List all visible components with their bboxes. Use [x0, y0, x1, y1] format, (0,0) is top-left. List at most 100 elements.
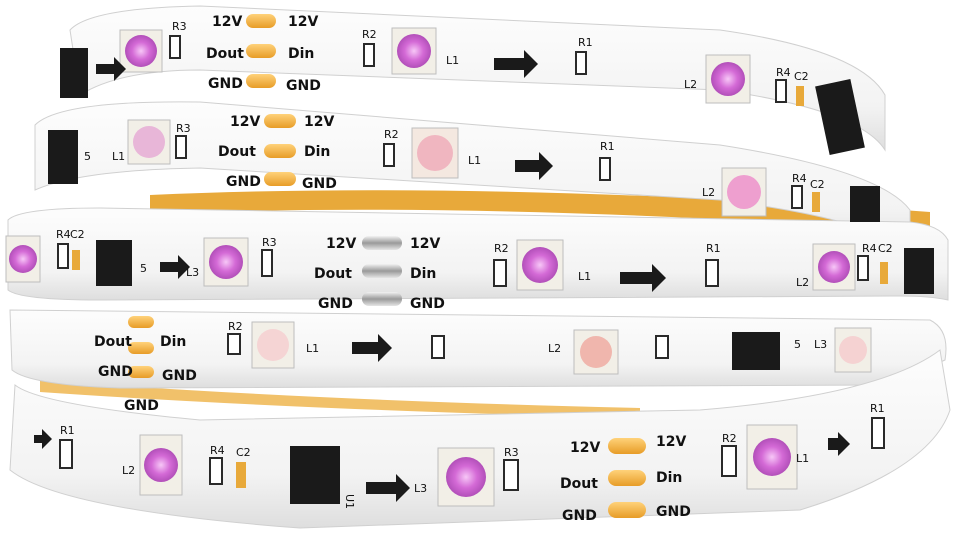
ic-chip [732, 332, 780, 370]
label-l2: L2 [684, 78, 697, 91]
label-r3: R3 [172, 20, 187, 33]
pad-label-12v: 12V [230, 114, 260, 130]
pad [362, 292, 402, 306]
label-l1: L1 [796, 452, 809, 465]
label-r2: R2 [722, 432, 737, 445]
ic-chip [96, 240, 132, 286]
resistor [655, 335, 669, 359]
label-l2: L2 [122, 464, 135, 477]
label-l3: L3 [814, 338, 827, 351]
pad-labels: 12V 12V Dout Din GND GND 12V 12V Dout Di… [94, 14, 691, 524]
passives [57, 35, 885, 491]
led [203, 237, 249, 287]
resistor [175, 135, 187, 159]
pad-label-gnd: GND [226, 174, 261, 190]
led [834, 327, 872, 373]
led [721, 167, 767, 217]
led [5, 235, 41, 283]
resistor [503, 459, 519, 491]
pad [264, 144, 296, 158]
label-u1: U1 [343, 494, 356, 509]
resistor [575, 51, 587, 75]
arrow-icon [96, 57, 126, 81]
capacitor [236, 462, 246, 488]
resistor [261, 249, 273, 277]
pad-label-din: Din [410, 266, 436, 282]
capacitor [72, 250, 80, 270]
resistor [857, 255, 869, 281]
label-r4: R4 [862, 242, 877, 255]
pad-label-gnd: GND [162, 368, 197, 384]
resistor [493, 259, 507, 287]
pad-label-gnd: GND [208, 76, 243, 92]
label-r2: R2 [384, 128, 399, 141]
arrow-icon [160, 255, 190, 279]
led [411, 127, 459, 179]
resistor [383, 143, 395, 167]
label-r3: R3 [262, 236, 277, 249]
label-l3: L3 [414, 482, 427, 495]
label-r1: R1 [600, 140, 615, 153]
ic-chip [904, 248, 934, 294]
label-five: 5 [140, 262, 147, 275]
label-l2: L2 [796, 276, 809, 289]
label-l1: L1 [446, 54, 459, 67]
solder-pads [128, 14, 646, 518]
pad [246, 14, 276, 28]
pad-label-gnd: GND [124, 398, 159, 414]
led [251, 321, 295, 369]
pad-label-din: Din [656, 470, 682, 486]
pad [608, 470, 646, 486]
resistor [431, 335, 445, 359]
pad-label-din: Din [160, 334, 186, 350]
pad-label-dout: Dout [206, 46, 244, 62]
ic-chip [850, 186, 880, 222]
ic-chip [290, 446, 340, 504]
ic-chip [48, 130, 78, 184]
pad [264, 114, 296, 128]
led [516, 239, 564, 291]
led [391, 27, 437, 75]
led [119, 29, 163, 73]
label-l2: L2 [702, 186, 715, 199]
pad [128, 316, 154, 328]
label-c2: C2 [878, 242, 893, 255]
arrow-icon [828, 432, 850, 456]
pad-label-dout: Dout [560, 476, 598, 492]
label-l1: L1 [468, 154, 481, 167]
resistor [57, 243, 69, 269]
pad-label-gnd: GND [98, 364, 133, 380]
led [139, 434, 183, 496]
led [812, 243, 856, 291]
resistor [209, 457, 223, 485]
label-c2: C2 [236, 446, 251, 459]
ic-chip [815, 79, 865, 155]
pad-label-gnd: GND [410, 296, 445, 312]
pad-label-12v: 12V [212, 14, 242, 30]
pad-label-din: Din [288, 46, 314, 62]
label-five: 5 [794, 338, 801, 351]
arrow-icon [515, 152, 553, 180]
resistor [227, 333, 241, 355]
capacitor [880, 262, 888, 284]
pad [246, 44, 276, 58]
arrow-icon [34, 429, 52, 449]
pad [264, 172, 296, 186]
label-r4: R4 [210, 444, 225, 457]
label-five: 5 [84, 150, 91, 163]
arrow-icon [366, 474, 410, 502]
resistor [363, 43, 375, 67]
label-r4: R4 [792, 172, 807, 185]
pad [608, 438, 646, 454]
resistor [791, 185, 803, 209]
pad-label-dout: Dout [314, 266, 352, 282]
label-r1: R1 [578, 36, 593, 49]
pad-label-12v: 12V [656, 434, 686, 450]
pad-label-12v: 12V [326, 236, 356, 252]
label-r2: R2 [228, 320, 243, 333]
resistor [775, 79, 787, 103]
pad [362, 264, 402, 278]
led [573, 329, 619, 375]
pad-label-12v: 12V [570, 440, 600, 456]
